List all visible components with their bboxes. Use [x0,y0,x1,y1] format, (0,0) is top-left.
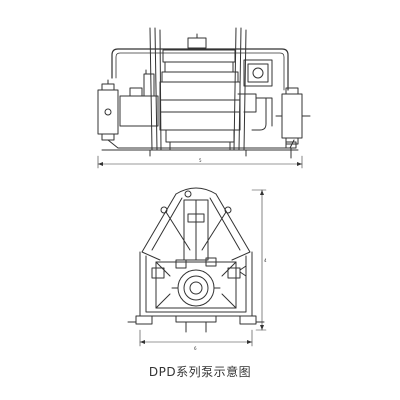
depth-dimension-label: 6 [194,346,197,351]
front-elevation-view: 4 6 [127,187,267,351]
width-dimension-label: 5 [199,158,202,163]
height-dimension-label: 4 [264,258,267,263]
diagram-caption: DPD系列泵示意图 [148,365,252,379]
side-elevation-view: 5 [97,27,311,169]
